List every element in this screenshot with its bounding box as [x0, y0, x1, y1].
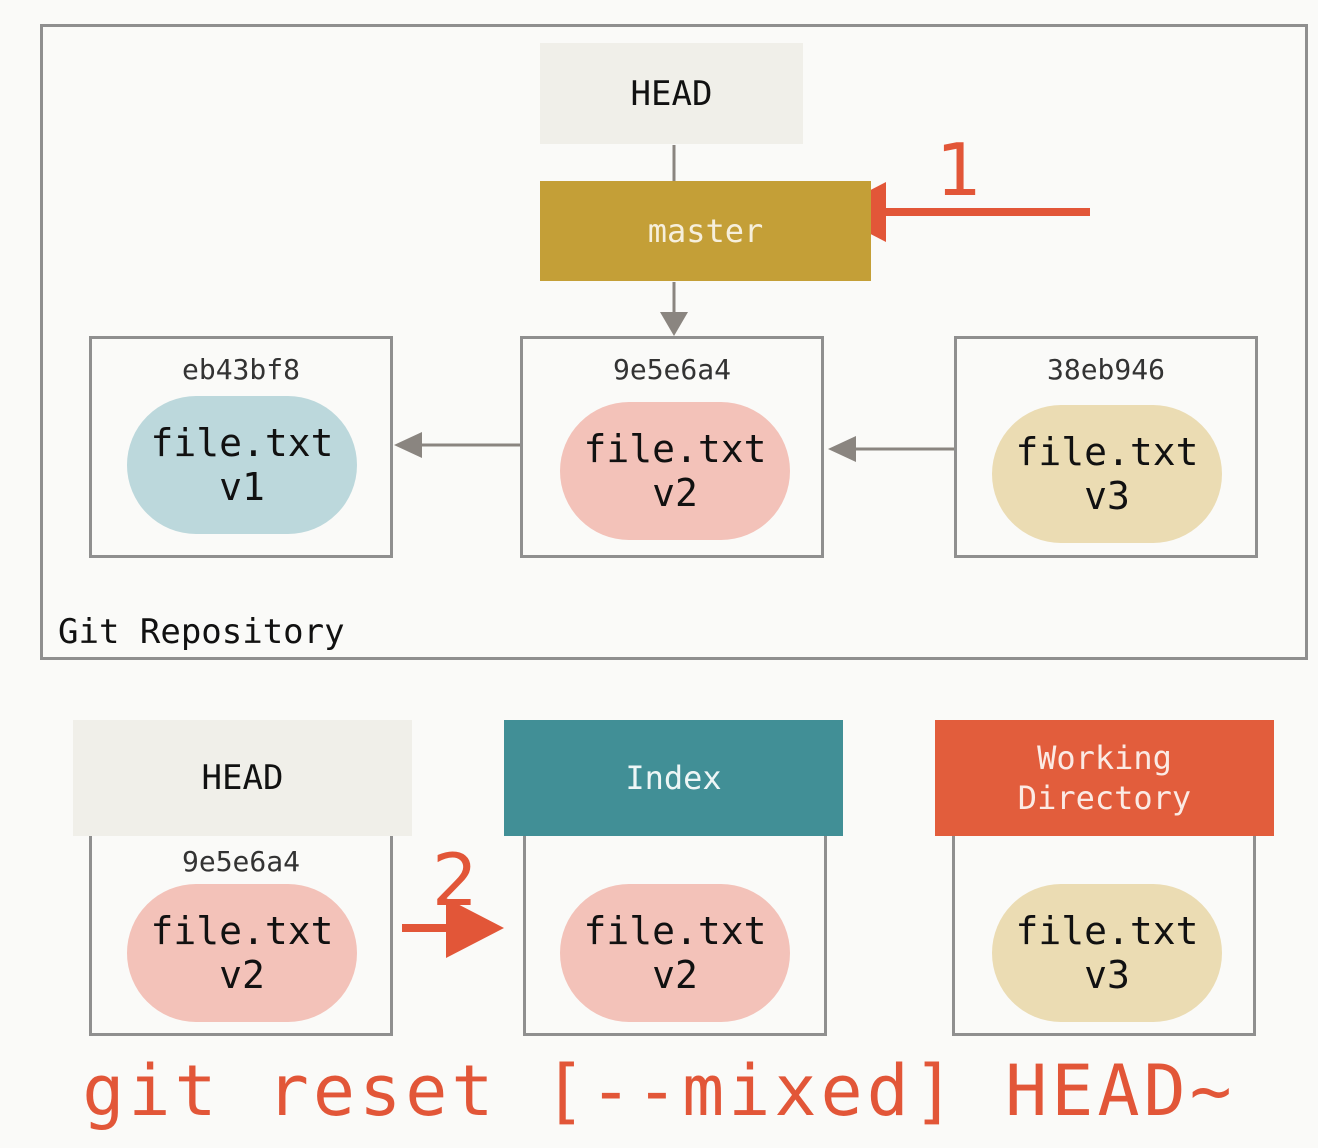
commit-box: 38eb946 file.txt v3 [954, 336, 1258, 558]
commit-hash: eb43bf8 [181, 353, 300, 386]
step-2-number: 2 [432, 838, 478, 922]
file-name: file.txt [150, 421, 334, 465]
commit-hash: 38eb946 [1046, 353, 1165, 386]
index-area-header: Index [504, 720, 843, 836]
workdir-area-box: file.txt v3 [952, 820, 1256, 1036]
index-area-title: Index [625, 759, 722, 797]
repo-head-text: HEAD [630, 73, 713, 114]
file-version: v2 [652, 953, 698, 997]
workdir-area-header: Working Directory [935, 720, 1274, 836]
master-branch-text: master [647, 212, 764, 250]
workdir-area-title-line2: Directory [1017, 779, 1192, 817]
file-version: v1 [219, 465, 265, 509]
file-name: file.txt [583, 427, 767, 471]
file-version: v2 [219, 953, 265, 997]
file-name: file.txt [583, 909, 767, 953]
commit-hash: 9e5e6a4 [612, 353, 731, 386]
commit-box: 9e5e6a4 file.txt v2 [520, 336, 824, 558]
head-area-title: HEAD [201, 758, 284, 798]
file-blob: file.txt v2 [560, 402, 790, 540]
file-name: file.txt [150, 909, 334, 953]
head-area-box: 9e5e6a4 file.txt v2 [89, 820, 393, 1036]
head-area-hash: 9e5e6a4 [181, 845, 300, 878]
commit-box: eb43bf8 file.txt v1 [89, 336, 393, 558]
file-version: v3 [1084, 474, 1130, 518]
file-name: file.txt [1015, 430, 1199, 474]
file-version: v2 [652, 471, 698, 515]
file-blob: file.txt v3 [992, 884, 1222, 1022]
file-name: file.txt [1015, 909, 1199, 953]
git-command-caption: git reset [--mixed] HEAD~ [82, 1050, 1236, 1132]
file-version: v3 [1084, 953, 1130, 997]
file-blob: file.txt v2 [560, 884, 790, 1022]
master-branch-label: master [540, 181, 871, 281]
head-area-header: HEAD [73, 720, 412, 836]
file-blob: file.txt v3 [992, 405, 1222, 543]
file-blob: file.txt v2 [127, 884, 357, 1022]
repo-head-label: HEAD [540, 43, 803, 144]
git-repository-label: Git Repository [58, 612, 345, 652]
file-blob: file.txt v1 [127, 396, 357, 534]
index-area-box: file.txt v2 [523, 820, 827, 1036]
workdir-area-title-line1: Working [1037, 739, 1172, 777]
step-1-number: 1 [936, 128, 982, 212]
